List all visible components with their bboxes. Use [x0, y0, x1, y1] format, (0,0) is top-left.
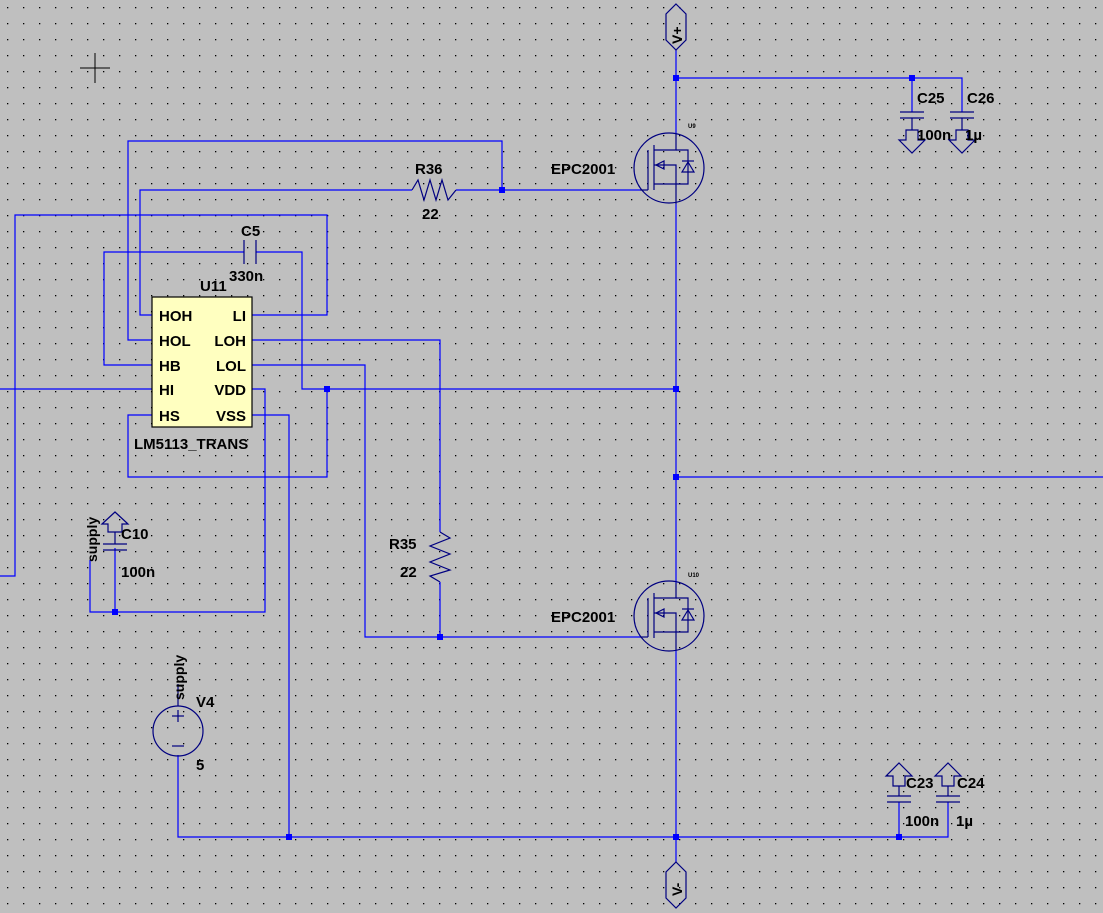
- pin-label-loh: LOH: [214, 333, 246, 350]
- c23-value-label: 100n: [905, 813, 939, 830]
- v4-ref-label: V4: [196, 694, 215, 711]
- u11-gate-driver[interactable]: U11 LM5113_TRANS HOH HOL HB HI HS LI LOH…: [134, 278, 253, 453]
- pin-label-hi: HI: [159, 382, 174, 399]
- v4-supply-label: supply: [171, 655, 187, 700]
- u9-ref-label: U9: [688, 124, 696, 130]
- vplus-label: V+: [669, 26, 685, 44]
- c23-ref-label: C23: [906, 775, 934, 792]
- pin-label-vss: VSS: [216, 408, 246, 425]
- wire-vss-net[interactable]: [252, 414, 290, 837]
- u10-ref-label: U10: [688, 573, 700, 579]
- wire-c5-sw[interactable]: [256, 251, 676, 390]
- wire-hol-net[interactable]: [127, 140, 503, 341]
- u11-body: [151, 296, 253, 428]
- vminus-label: V-: [669, 882, 685, 896]
- u10-model-label: EPC2001: [551, 609, 615, 626]
- r35-ref-label: R35: [389, 536, 417, 553]
- u11-model-label: LM5113_TRANS: [134, 436, 248, 453]
- wire-vplus-caps[interactable]: [676, 77, 963, 112]
- r36-ref-label: R36: [415, 161, 443, 178]
- c26-value-label: 1µ: [965, 127, 982, 144]
- pin-label-lol: LOL: [216, 358, 246, 375]
- vplus-port[interactable]: V+: [665, 3, 687, 51]
- pin-label-hs: HS: [159, 408, 180, 425]
- wire-loh-net[interactable]: [252, 339, 441, 532]
- u11-ref-label: U11: [200, 278, 227, 295]
- c25-value-label: 100n: [917, 127, 951, 144]
- wires: [0, 50, 1103, 862]
- wire-v4-neg[interactable]: [177, 755, 949, 838]
- pin-label-hoh: HOH: [159, 308, 192, 325]
- c10-capacitor[interactable]: C10 100n supply: [84, 511, 155, 581]
- v4-value-label: 5: [196, 757, 204, 774]
- c24-ref-label: C24: [957, 775, 985, 792]
- c26-ref-label: C26: [967, 90, 995, 107]
- pin-label-hol: HOL: [159, 333, 191, 350]
- wire-li-net[interactable]: [0, 214, 328, 577]
- vminus-port[interactable]: V-: [665, 861, 687, 909]
- c25-capacitor[interactable]: C25 100n: [897, 90, 951, 154]
- v4-voltage-source[interactable]: V4 5 supply: [152, 655, 215, 774]
- junctions: [112, 75, 915, 840]
- c5-value-label: 330n: [229, 268, 263, 285]
- u9-model-label: EPC2001: [551, 161, 615, 178]
- u9-gan-fet-high[interactable]: U9 EPC2001: [551, 124, 705, 204]
- wire-hb-net[interactable]: [103, 251, 244, 366]
- c23-capacitor[interactable]: C23 100n: [884, 762, 939, 830]
- u10-gan-fet-low[interactable]: U10 EPC2001: [551, 573, 705, 652]
- r36-value-label: 22: [422, 206, 439, 223]
- r35-resistor[interactable]: R35 22: [389, 531, 452, 583]
- c10-ref-label: C10: [121, 526, 149, 543]
- wire-lol-net[interactable]: [252, 364, 640, 638]
- c26-capacitor[interactable]: C26 1µ: [947, 90, 995, 154]
- r35-value-label: 22: [400, 564, 417, 581]
- c5-capacitor[interactable]: C5 330n: [229, 223, 263, 285]
- c10-supply-label: supply: [84, 517, 100, 562]
- wire-vdd-net[interactable]: [89, 388, 266, 613]
- c25-ref-label: C25: [917, 90, 945, 107]
- pin-label-hb: HB: [159, 358, 181, 375]
- wire-hs-net[interactable]: [127, 389, 328, 478]
- r36-resistor[interactable]: R36 22: [411, 161, 457, 223]
- c24-capacitor[interactable]: C24 1µ: [933, 762, 985, 830]
- crosshair-cursor-icon: [80, 53, 110, 83]
- pin-label-li: LI: [233, 308, 246, 325]
- c24-value-label: 1µ: [956, 813, 973, 830]
- pin-label-vdd: VDD: [214, 382, 246, 399]
- c10-value-label: 100n: [121, 564, 155, 581]
- c5-ref-label: C5: [241, 223, 260, 240]
